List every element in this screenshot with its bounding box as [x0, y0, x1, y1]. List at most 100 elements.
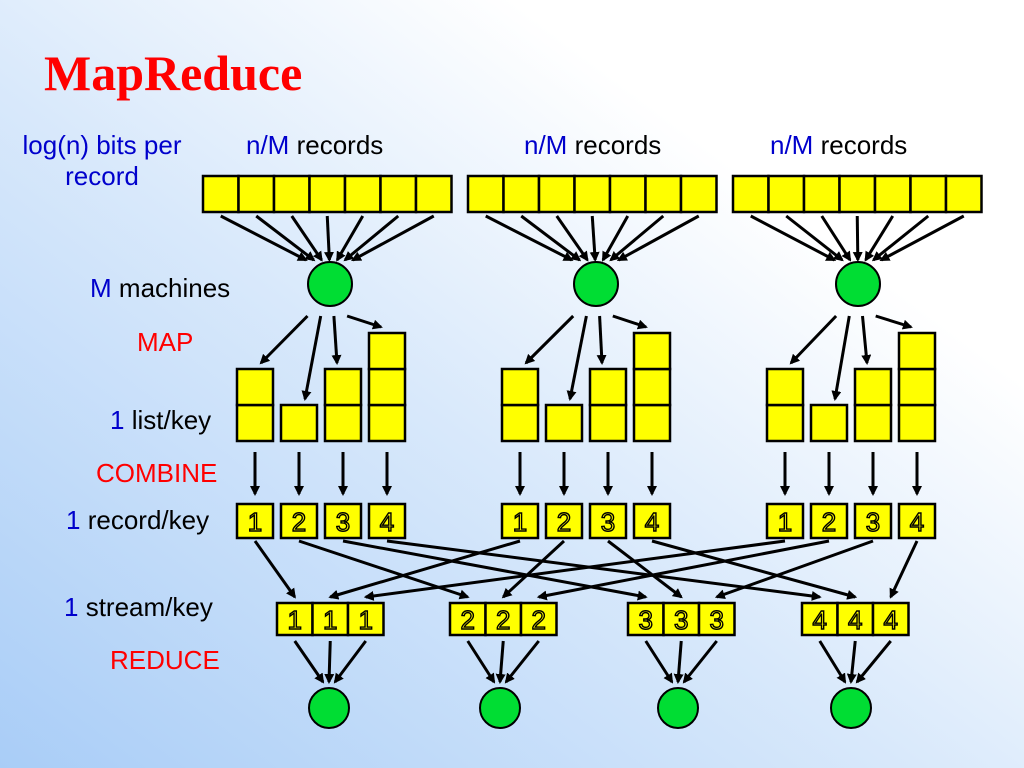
- arrow: [879, 214, 965, 262]
- key-record-label: 3: [336, 507, 350, 537]
- arrow: [290, 215, 323, 262]
- records-label-2: n/M records: [524, 130, 661, 161]
- list-cell: [235, 367, 275, 407]
- record-cell: [731, 174, 770, 214]
- stream-key-label: 3: [639, 605, 653, 635]
- record-cell: [466, 174, 505, 214]
- list-cell: [279, 403, 319, 443]
- arrow: [324, 215, 334, 262]
- arrow: [255, 214, 316, 262]
- arrow: [601, 215, 630, 262]
- arrow: [714, 539, 874, 600]
- stream-cell: [697, 601, 736, 637]
- arrow: [298, 539, 470, 600]
- record-prefix: 1: [66, 505, 81, 535]
- record-cell: [379, 174, 418, 214]
- record-word: record/key: [87, 505, 210, 535]
- records-word: records: [574, 130, 662, 160]
- record-cell: [414, 174, 453, 214]
- arrow: [673, 640, 684, 684]
- records-word: records: [820, 130, 908, 160]
- arrow: [259, 314, 309, 365]
- reduce-label: REDUCE: [110, 645, 220, 675]
- arrow: [855, 640, 892, 684]
- arrow: [789, 314, 838, 365]
- list-cell: [544, 403, 584, 443]
- stream-cell: [519, 601, 558, 637]
- stream-key-label: 4: [848, 605, 862, 635]
- key-record-label: 2: [557, 507, 571, 537]
- arrow: [293, 640, 325, 684]
- arrow: [331, 315, 342, 365]
- page-title: MapReduce: [44, 45, 303, 101]
- arrow: [750, 214, 837, 262]
- list-cell: [897, 367, 937, 407]
- map-machine-node: [307, 261, 353, 307]
- list-cell: [500, 403, 540, 443]
- arrow: [220, 214, 308, 262]
- arrow: [386, 539, 822, 601]
- record-cell: [237, 174, 276, 214]
- arrow: [596, 315, 607, 365]
- arrow: [609, 214, 665, 262]
- arrow: [501, 539, 566, 599]
- arrow: [831, 315, 851, 401]
- key-record-label: 1: [513, 507, 527, 537]
- record-cell: [201, 174, 240, 214]
- record-per-key-label: 1 record/key: [66, 505, 209, 536]
- record-cell: [909, 174, 948, 214]
- stream-key-label: 1: [359, 605, 373, 635]
- key-record-cell: [235, 502, 275, 540]
- arrow: [846, 640, 857, 684]
- arrow: [351, 214, 435, 262]
- stream-cell: [662, 601, 701, 637]
- stream-cell: [346, 601, 385, 637]
- key-record-cell: [500, 502, 540, 540]
- key-record-cell: [809, 502, 849, 540]
- key-record-cell: [853, 502, 893, 540]
- list-cell: [588, 403, 628, 443]
- arrow: [616, 214, 700, 262]
- reduce-node: [479, 687, 521, 729]
- key-record-label: 4: [910, 507, 924, 537]
- stream-key-label: 1: [323, 605, 337, 635]
- stream-key-label: 3: [674, 605, 688, 635]
- key-record-cell: [367, 502, 407, 540]
- records-label-1: n/M records: [246, 130, 383, 161]
- arrow: [520, 214, 582, 262]
- stream-key-label: 2: [532, 605, 546, 635]
- stream-key-label: 3: [710, 605, 724, 635]
- machines-prefix: M: [90, 273, 112, 303]
- key-record-label: 1: [248, 507, 262, 537]
- list-cell: [588, 367, 628, 407]
- machines-label: M machines: [90, 273, 230, 304]
- list-cell: [897, 403, 937, 443]
- arrow: [524, 314, 575, 365]
- arrow: [485, 214, 574, 262]
- reduce-node: [830, 687, 872, 729]
- key-record-cell: [323, 502, 363, 540]
- list-cell: [500, 367, 540, 407]
- stream-cell: [871, 601, 910, 637]
- arrow: [301, 315, 323, 401]
- list-prefix: 1: [110, 405, 125, 435]
- list-cell: [853, 367, 893, 407]
- stream-word: stream/key: [85, 592, 213, 622]
- key-record-cell: [765, 502, 805, 540]
- map-label: MAP: [137, 327, 194, 357]
- list-word: list/key: [131, 405, 212, 435]
- records-prefix: n/M: [246, 130, 290, 160]
- stream-cell: [800, 601, 839, 637]
- record-cell: [502, 174, 541, 214]
- record-cell: [272, 174, 311, 214]
- record-cell: [573, 174, 612, 214]
- list-cell: [367, 403, 407, 443]
- machines-word: machines: [118, 273, 231, 303]
- stream-key-label: 1: [288, 605, 302, 635]
- stream-cell: [626, 601, 665, 637]
- stream-key-label: 4: [884, 605, 898, 635]
- arrow: [466, 640, 496, 684]
- list-per-key-label: 1 list/key: [110, 405, 211, 436]
- records-prefix: n/M: [770, 130, 814, 160]
